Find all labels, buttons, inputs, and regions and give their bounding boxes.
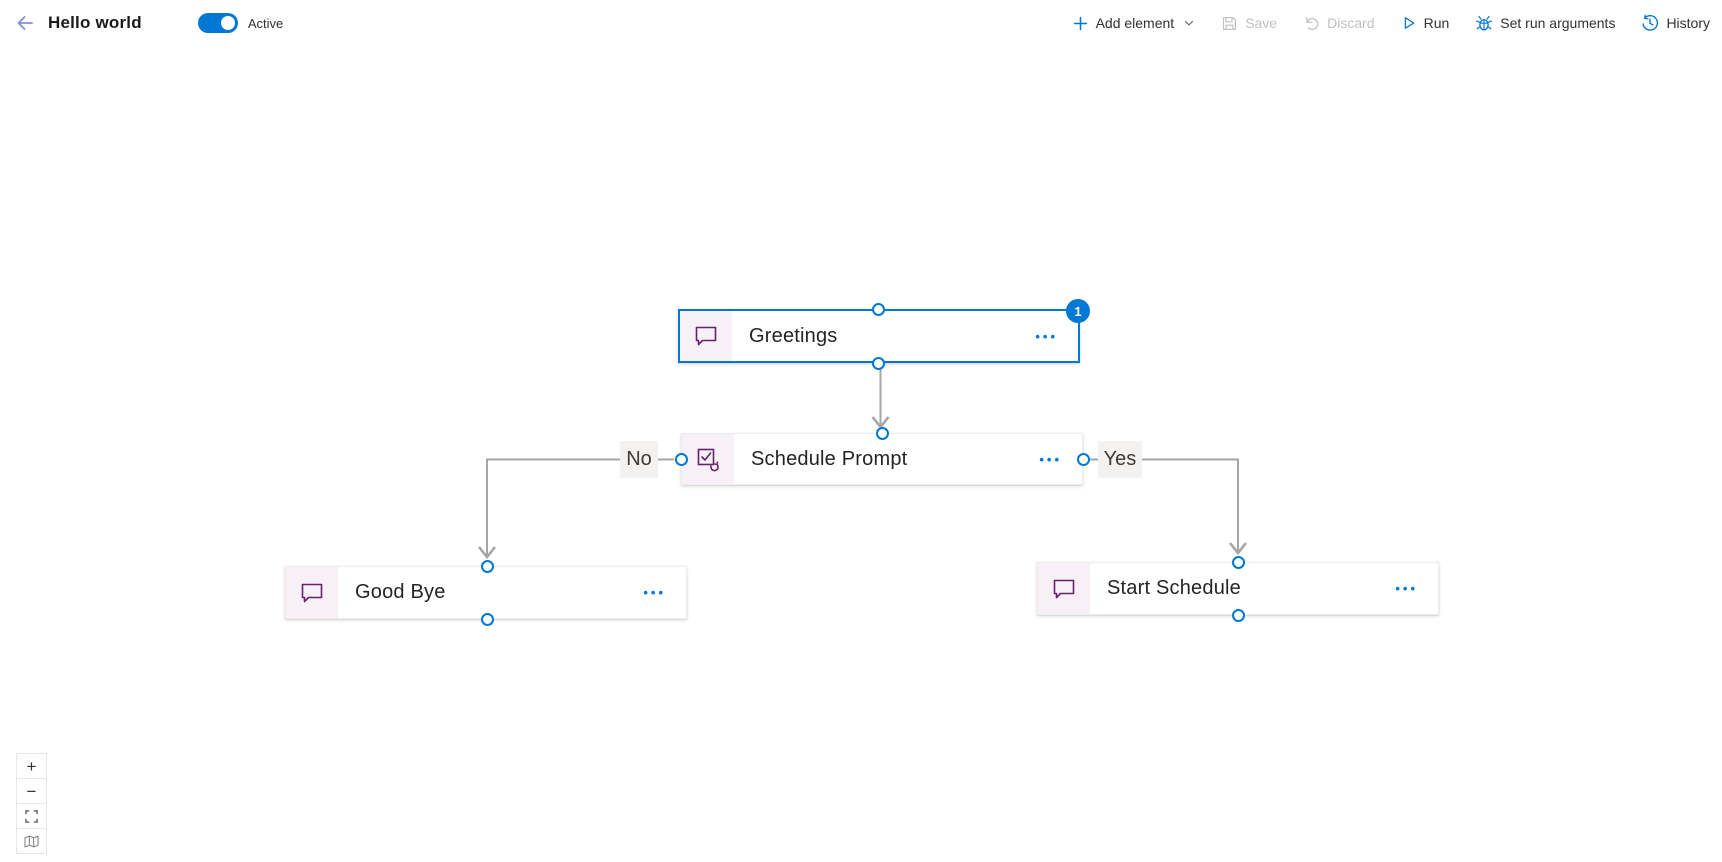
edge-schedule-goodbye [486,458,620,555]
arrowhead-down-icon [1228,542,1248,556]
save-icon [1223,16,1237,30]
undo-icon [1306,16,1319,30]
node-start-schedule[interactable]: Start Schedule ••• [1037,562,1439,615]
connector-schedule-top[interactable] [875,426,889,440]
arrow-left-icon [17,16,33,30]
more-options-icon[interactable]: ••• [1035,328,1058,344]
message-icon [301,583,323,602]
play-icon [1404,17,1415,29]
node-icon-area [1038,563,1090,614]
add-element-button[interactable]: Add element [1072,15,1196,32]
header: Hello world Active Add element [0,0,1722,46]
node-schedule-prompt[interactable]: Schedule Prompt ••• [681,433,1083,485]
active-toggle[interactable] [197,13,238,33]
toolbar: Add element Save Discard [1072,0,1710,46]
plus-icon [1073,16,1087,30]
node-title: Start Schedule [1107,577,1241,599]
node-title: Good Bye [355,581,446,603]
active-toggle-label: Active [247,15,284,31]
connector-greetings-top[interactable] [872,302,885,316]
node-icon-area [286,567,338,618]
edge-label-no: No [620,441,658,478]
toggle-knob [220,16,235,30]
zoom-out-button[interactable]: − [16,778,47,804]
edge-label-yes: Yes [1098,441,1142,478]
zoom-in-icon: + [26,756,37,776]
active-toggle-wrap: Active [197,13,284,33]
node-icon-area [680,311,732,361]
selection-badge: 1 [1066,299,1090,323]
more-options-icon[interactable]: ••• [643,585,666,600]
connector-startschedule-bottom[interactable] [1231,608,1245,622]
map-icon [24,835,39,847]
connector-goodbye-bottom[interactable] [480,612,494,626]
connector-schedule-right[interactable] [1076,453,1090,466]
zoom-in-button[interactable]: + [16,753,47,779]
history-label: History [1666,15,1710,31]
history-button[interactable]: History [1641,14,1710,32]
add-element-label: Add element [1095,15,1175,31]
connector-schedule-left[interactable] [674,453,688,466]
arrowhead-down-icon [477,546,497,560]
more-options-icon[interactable]: ••• [1395,581,1418,596]
edge-schedule-startschedule [1142,458,1239,551]
zoom-toolbar: + − [16,753,47,854]
fullscreen-icon [25,809,38,823]
prompt-branch-icon [697,448,719,472]
set-run-arguments-button[interactable]: Set run arguments [1475,14,1615,32]
more-options-icon[interactable]: ••• [1039,451,1062,467]
back-button[interactable] [8,6,42,40]
fit-view-button[interactable] [16,803,47,829]
set-run-arguments-label: Set run arguments [1500,15,1616,31]
discard-label: Discard [1327,15,1375,31]
message-icon [695,326,717,346]
discard-button[interactable]: Discard [1303,15,1375,32]
node-title: Schedule Prompt [751,447,908,470]
run-label: Run [1423,15,1450,31]
page-title: Hello world [48,13,142,32]
run-button[interactable]: Run [1401,15,1450,31]
save-button[interactable]: Save [1221,15,1277,32]
node-greetings[interactable]: Greetings ••• 1 [678,299,1090,363]
save-label: Save [1245,15,1278,31]
history-icon [1642,14,1659,31]
bug-icon [1476,15,1493,31]
node-icon-area [682,434,734,484]
connector-startschedule-top[interactable] [1231,555,1245,569]
node-title: Greetings [749,324,838,347]
node-good-bye[interactable]: Good Bye ••• [285,566,687,619]
zoom-out-icon: − [26,781,37,801]
message-icon [1053,579,1075,598]
chevron-down-icon [1185,20,1194,26]
connector-greetings-bottom[interactable] [872,356,885,370]
connector-goodbye-top[interactable] [480,559,494,573]
minimap-button[interactable] [16,828,47,854]
